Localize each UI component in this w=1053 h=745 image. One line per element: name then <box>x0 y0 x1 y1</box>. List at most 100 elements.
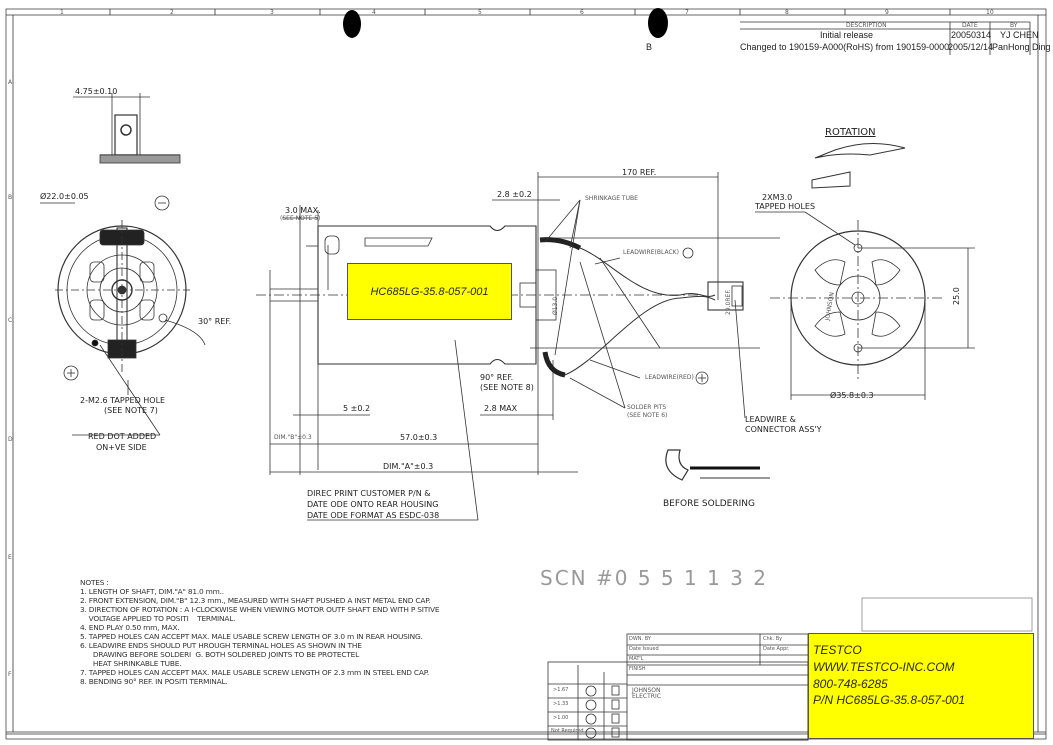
tb-field: FINISH <box>629 666 646 672</box>
shrink-tube-label: SHRINKAGE TUBE <box>585 195 638 202</box>
dim-25-label: 25.0 <box>952 287 961 305</box>
testco-url: WWW.TESTCO-INC.COM <box>813 660 955 674</box>
testco-label-box: TESTCO WWW.TESTCO-INC.COM 800-748-6285 P… <box>808 633 1034 739</box>
red-dot-side-label: ON+VE SIDE <box>96 443 147 452</box>
note-line: DRAWING BEFORE SOLDERI G. BOTH SOLDERED … <box>80 650 360 659</box>
zone-letter: E <box>8 554 12 561</box>
zone-letter: B <box>8 194 13 201</box>
tb-field: Date Appr. <box>763 646 790 652</box>
front-diameter-label: Ø22.0±0.05 <box>40 192 89 201</box>
part-number-highlight: HC685LG-35.8-057-001 <box>347 263 512 320</box>
zone-number: 5 <box>478 9 482 16</box>
rev-row-by: YJ CHEN <box>1000 30 1039 40</box>
red-dot-label: RED DOT ADDED <box>88 432 157 441</box>
tapped-holes-label-2: TAPPED HOLES <box>755 202 816 211</box>
dia-13-label: Ø13.0 <box>552 296 559 315</box>
ref-29-label: 29.0REF. <box>725 289 732 315</box>
part-number-label: HC685LG-35.8-057-001 <box>370 285 489 298</box>
zone-number: 9 <box>885 9 889 16</box>
scn-stamp: SCN #0 5 5 1 1 3 2 <box>540 566 768 590</box>
rev-row-rev: B <box>646 42 653 52</box>
dim-57-label: 57.0±0.3 <box>400 433 438 442</box>
tapped-holes-label: 2XM3.0 <box>762 193 793 202</box>
tol-row: >1.33 <box>553 701 569 707</box>
zone-number: 7 <box>685 9 689 16</box>
zone-number: 3 <box>270 9 274 16</box>
connector-label: LEADWIRE & <box>745 415 796 424</box>
scan-artifact <box>648 8 668 38</box>
rev-header-description: DESCRIPTION <box>846 22 887 29</box>
see-note-5: (SEE NOTE 5) <box>280 215 321 222</box>
zone-letter: C <box>8 317 13 324</box>
zone-ticks <box>109 9 951 15</box>
leadwire-red-label: LEADWIRE(RED) <box>645 374 694 381</box>
detail-dimension: 4.75±0.10 <box>75 87 118 96</box>
see-note-8: (SEE NOTE 8) <box>480 383 534 392</box>
note-line: VOLTAGE APPLIED TO POSITI TERMINAL. <box>80 614 236 623</box>
ref-170-label: 170 REF. <box>622 168 657 177</box>
max-3-label: 3.0 MAX. <box>285 206 321 215</box>
notes-block: NOTES : 1. LENGTH OF SHAFT, DIM."A" 81.0… <box>80 578 440 686</box>
zone-number: 10 <box>986 9 994 16</box>
rev-row-date: 2005/12/14 <box>948 42 994 52</box>
rotation-label: ROTATION <box>825 127 876 138</box>
tol-row: Not Required <box>551 728 584 734</box>
print-note-line: DIREC PRINT CUSTOMER P/N & <box>307 489 431 498</box>
company-logo-text: JOHNSON ELECTRIC <box>632 687 661 700</box>
dim-a-label: DIM."A"±0.3 <box>383 462 434 471</box>
connector-label-2: CONNECTOR ASS'Y <box>745 425 822 434</box>
bend-label: 90° REF. <box>480 373 514 382</box>
leadwire-black-label: LEADWIRE(BLACK) <box>623 249 679 256</box>
tb-field: Date Issued <box>629 646 659 652</box>
tapped-hole-label: 2-M2.6 TAPPED HOLE <box>80 396 166 405</box>
testco-name: TESTCO <box>813 643 862 657</box>
tb-field: DWN. BY <box>629 636 651 642</box>
rear-diameter-label: Ø35.8±0.3 <box>830 391 874 400</box>
note-line: 2. FRONT EXTENSION, DIM."B" 12.3 mm., ME… <box>80 596 431 605</box>
dim-5-label: 5 ±0.2 <box>343 404 371 413</box>
see-note-6: (SEE NOTE 6) <box>627 412 668 419</box>
zone-letter: A <box>8 79 13 86</box>
rev-row-description: Changed to 190159-A000(RoHS) from 190159… <box>740 42 950 52</box>
scan-artifact <box>343 10 361 38</box>
tapped-hole-note: (SEE NOTE 7) <box>104 406 158 415</box>
max-2-8-label: 2.8 MAX <box>484 404 518 413</box>
zone-letter: D <box>8 436 13 443</box>
rev-header-date: DATE <box>962 22 978 29</box>
tb-field: MAT'L <box>629 656 644 662</box>
note-line: 8. BENDING 90° REF. IN POSITI TERMINAL. <box>80 677 228 686</box>
zone-number: 4 <box>372 9 376 16</box>
before-soldering-label: BEFORE SOLDERING <box>663 499 755 509</box>
detail-view <box>73 93 181 164</box>
zone-letter: F <box>8 671 12 678</box>
tol-row: >1.67 <box>553 687 569 693</box>
front-view <box>40 195 206 436</box>
note-line: 1. LENGTH OF SHAFT, DIM."A" 81.0 mm.. <box>80 587 224 596</box>
testco-part-number: P/N HC685LG-35.8-057-001 <box>813 693 966 707</box>
zone-number: 8 <box>785 9 789 16</box>
tb-field: Chk. By <box>763 636 783 642</box>
angle-label: 30° REF. <box>198 317 232 326</box>
note-line: 5. TAPPED HOLES CAN ACCEPT MAX. MALE USA… <box>80 632 423 641</box>
title-block <box>547 597 1033 741</box>
note-line: 6. LEADWIRE ENDS SHOULD PUT HROUGH TERMI… <box>80 641 362 650</box>
zone-number: 1 <box>60 9 64 16</box>
rev-row-by: PanHong Ding <box>992 42 1051 52</box>
rev-header-by: BY <box>1010 22 1018 29</box>
print-note-line: DATE ODE FORMAT AS ESDC-038 <box>307 511 440 520</box>
tol-row: >1.00 <box>553 715 569 721</box>
revision-table-lines <box>740 21 1031 55</box>
zone-number: 2 <box>170 9 174 16</box>
note-line: 3. DIRECTION OF ROTATION : A I-CLOCKWISE… <box>80 605 440 614</box>
zone-number: 6 <box>580 9 584 16</box>
rev-row-date: 20050314 <box>951 30 992 40</box>
print-note-line: DATE ODE ONTO REAR HOUSING <box>307 500 439 509</box>
rev-row-description: Initial release <box>820 30 874 40</box>
note-line: HEAT SHRINKABLE TUBE. <box>80 659 182 668</box>
note-line: 4. END PLAY 0.50 mm, MAX. <box>80 623 180 632</box>
testco-phone: 800-748-6285 <box>813 677 888 691</box>
solder-pits-label: SOLDER PITS <box>627 404 667 411</box>
dim-2-8-label: 2.8 ±0.2 <box>497 190 532 199</box>
dim-b-label: DIM."B"±0.3 <box>274 434 312 441</box>
